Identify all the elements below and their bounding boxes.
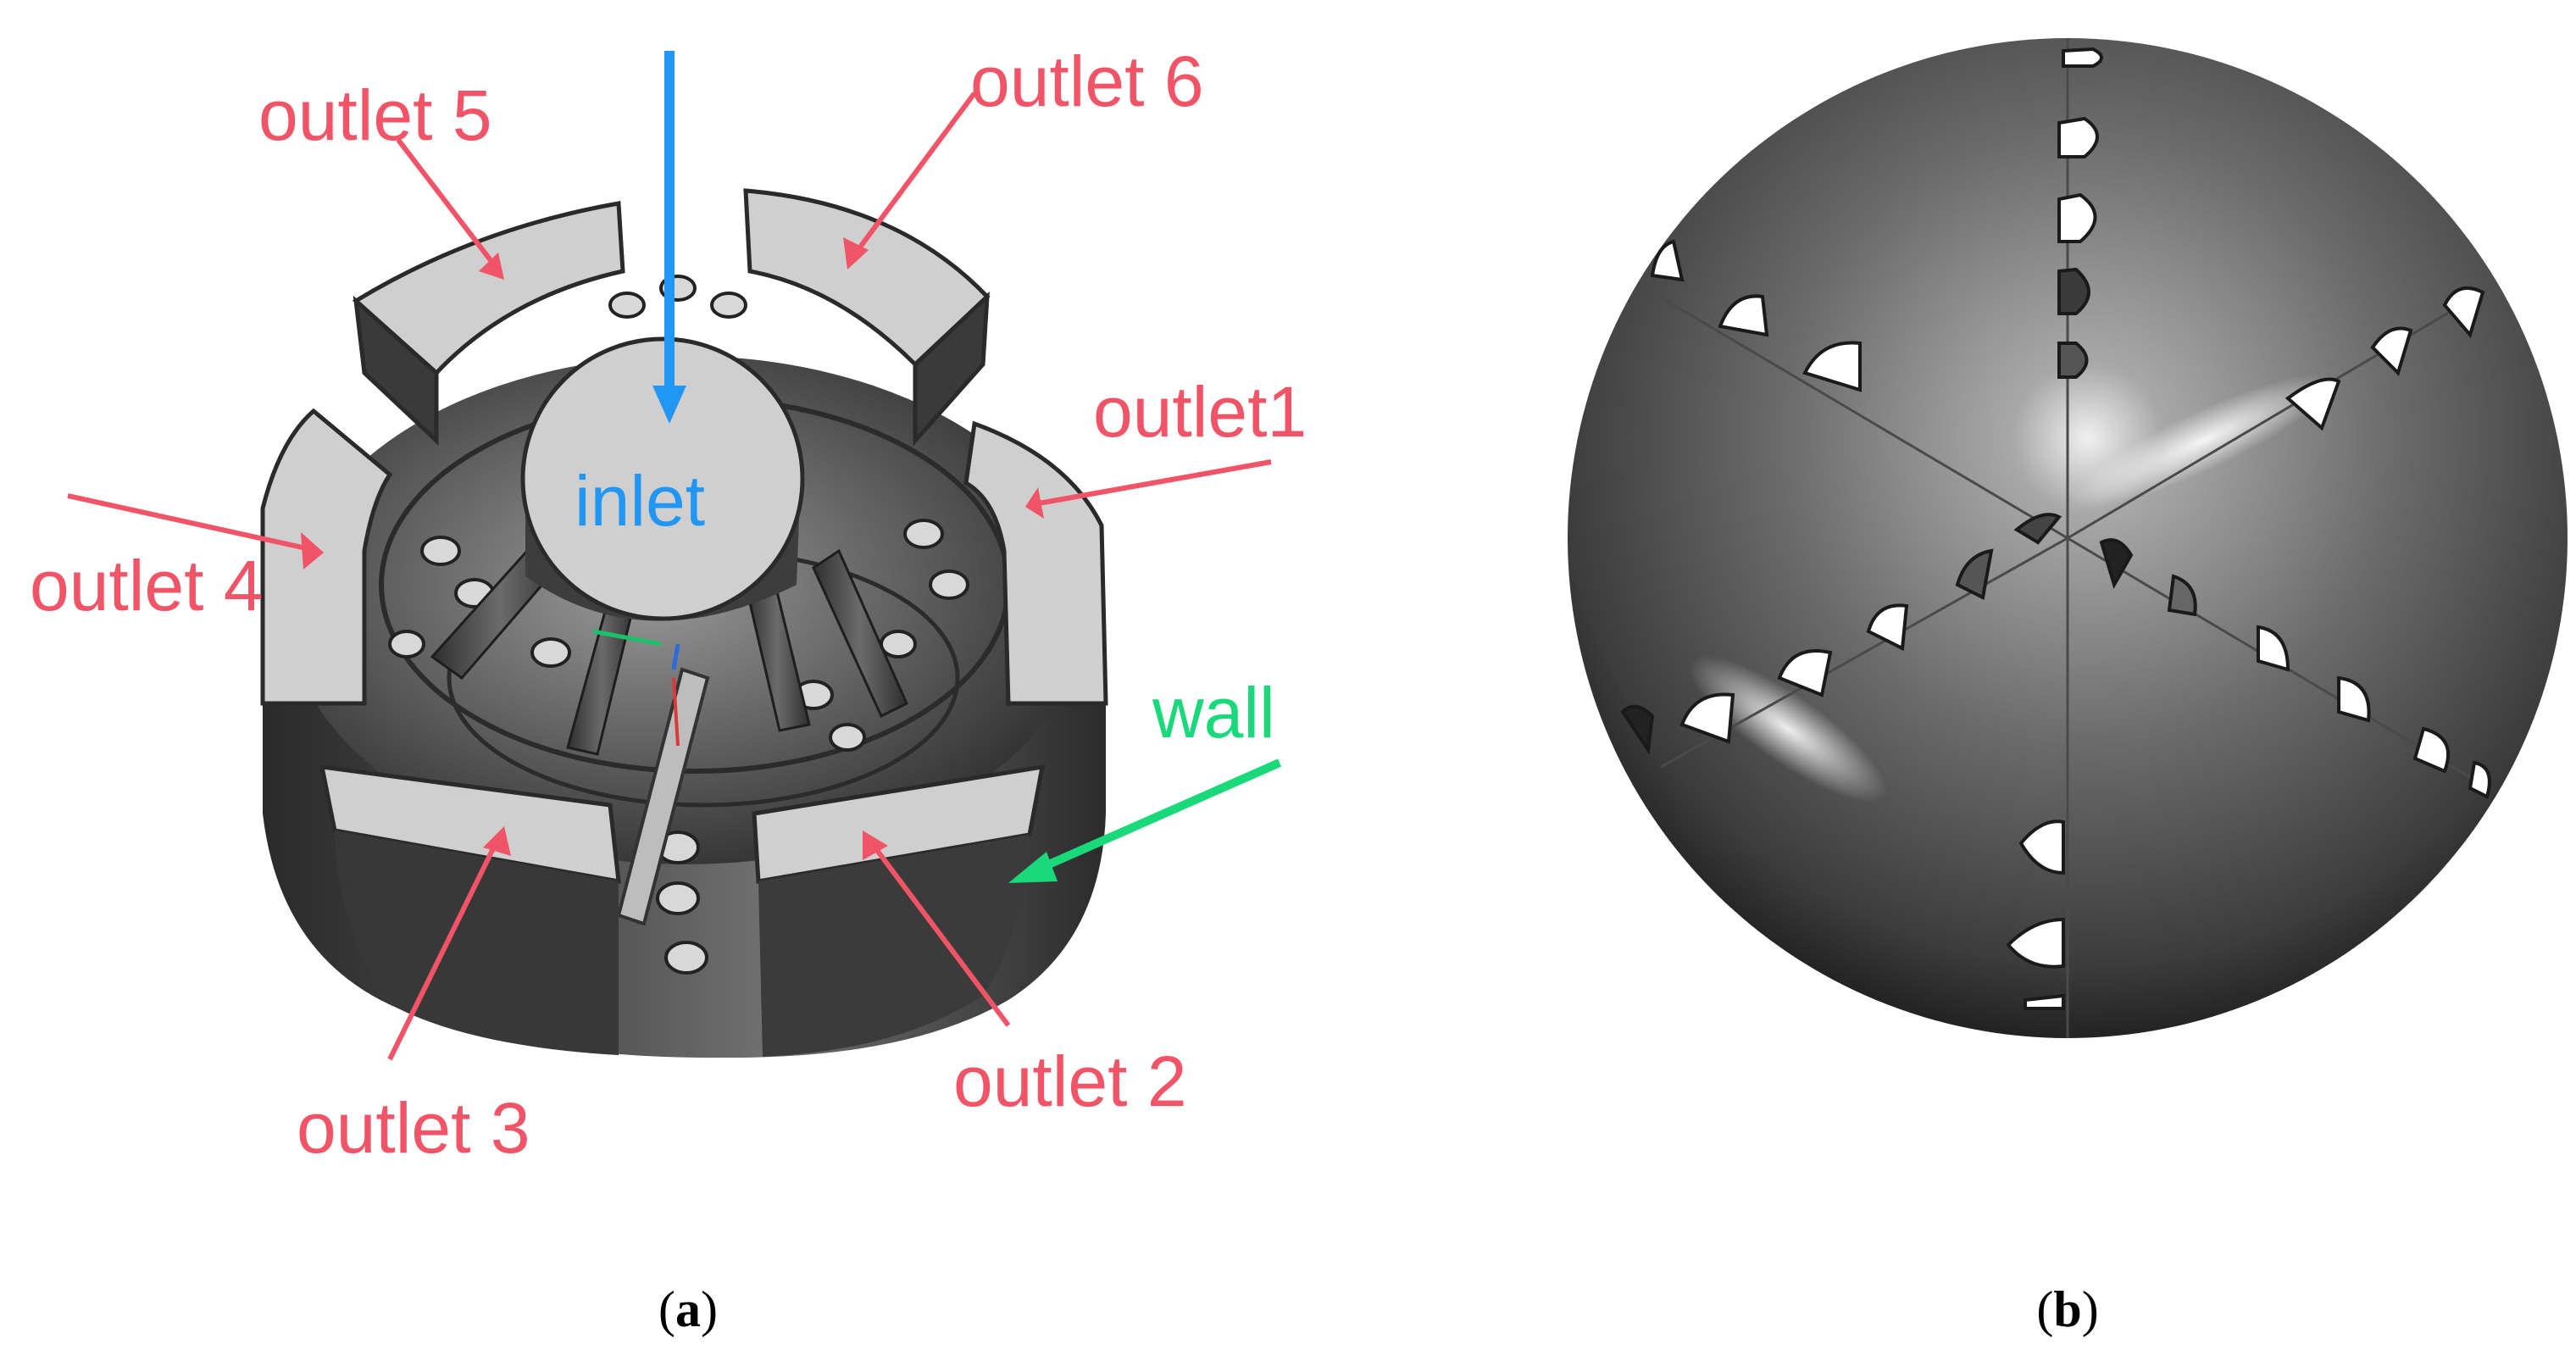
label-outlet-6: outlet 6 — [970, 42, 1204, 121]
orifice — [1802, 341, 1862, 392]
sphere-sheen — [1689, 655, 1887, 803]
sphere-orifices — [1620, 47, 2491, 1010]
front-wall-left — [335, 831, 619, 1055]
label-outlet-4: outlet 4 — [30, 546, 264, 625]
outlet-4-face — [260, 408, 393, 706]
orifice — [2006, 917, 2065, 969]
orifice — [2167, 574, 2197, 617]
orifice — [2099, 538, 2134, 590]
outlet-faces — [260, 188, 1108, 885]
orifice — [2057, 342, 2089, 379]
outlet-1-face — [963, 420, 1108, 706]
orifice — [1679, 692, 1735, 744]
orifice — [2370, 326, 2413, 376]
sphere-sheen — [2072, 374, 2334, 508]
panel-b-spherical-nozzle: (b) — [1568, 38, 2568, 1337]
orifice — [2257, 625, 2290, 672]
orifice — [1620, 704, 1655, 755]
orifice — [1955, 548, 1994, 600]
caption-b: (b) — [2036, 1281, 2098, 1337]
caption-b-letter: b — [2053, 1281, 2081, 1337]
orifice — [2057, 192, 2097, 243]
orifice — [2468, 760, 2491, 799]
orifice — [2057, 116, 2099, 158]
label-outlet-5: outlet 5 — [258, 75, 492, 155]
caption-a: (a) — [658, 1281, 718, 1337]
orifice — [2013, 513, 2062, 545]
outlet-5-face — [352, 201, 625, 376]
inlet-top-face — [520, 336, 805, 621]
diagonal-bar — [616, 667, 710, 926]
caption-a-close: ) — [701, 1281, 718, 1337]
annotation-arrows — [67, 51, 1282, 1061]
front-wall-right — [758, 835, 1030, 1057]
orifice — [2285, 377, 2341, 431]
label-outlet-3: outlet 3 — [297, 1088, 530, 1168]
orifice — [1777, 649, 1833, 697]
axis-triad-icon — [592, 629, 680, 747]
orifice — [1650, 239, 1685, 282]
label-outlet-1: outlet1 — [1093, 372, 1307, 452]
orifice — [1866, 603, 1909, 652]
caption-b-close: ) — [2082, 1281, 2099, 1337]
orifice — [2412, 726, 2450, 774]
caption-a-open: ( — [658, 1281, 675, 1337]
orifice — [2024, 993, 2065, 1010]
orifice — [2442, 286, 2485, 339]
orifice — [2337, 675, 2371, 723]
label-wall: wall — [1152, 673, 1275, 753]
panel-a-nozzle-model: outlet 5 outlet 6 outlet1 outlet 4 outle… — [30, 42, 1307, 1337]
orifice — [2018, 819, 2065, 875]
caption-b-open: ( — [2036, 1281, 2053, 1337]
label-inlet: inlet — [575, 461, 705, 541]
label-outlet-2: outlet 2 — [953, 1042, 1187, 1121]
orifice — [1718, 294, 1769, 337]
orifice — [2062, 47, 2103, 68]
orifice — [2057, 267, 2090, 315]
caption-a-letter: a — [675, 1281, 701, 1337]
